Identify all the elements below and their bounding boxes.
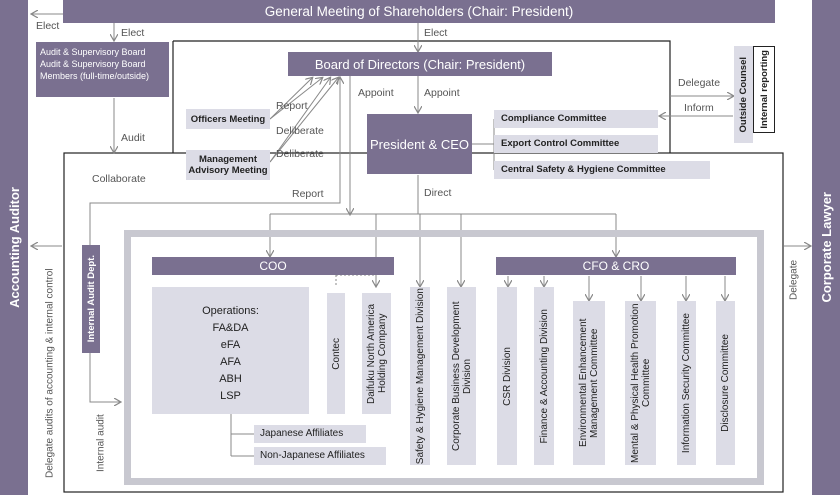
board-box: Board of Directors (Chair: President) — [288, 52, 552, 76]
internal-audit-text: Internal audit — [95, 414, 107, 472]
outside-counsel-label: Outside Counsel — [738, 56, 749, 133]
management-meeting-box: Management Advisory Meeting — [186, 150, 270, 180]
delegate-label: Delegate — [678, 77, 721, 89]
shareholders-header: General Meeting of Shareholders (Chair: … — [63, 0, 775, 23]
operation-item: LSP — [220, 390, 241, 402]
operations-title: Operations: — [202, 305, 259, 317]
environment-committee-box: Environmental Enhancement Management Com… — [573, 301, 605, 465]
operations-frame — [124, 230, 764, 485]
disclosure-box: Disclosure Committee — [716, 301, 735, 465]
internal-reporting-label: Internal reporting — [758, 50, 770, 129]
health-committee-box: Mental & Physical Health Promotion Commi… — [625, 301, 656, 465]
corp-dev-label: Corporate Business Development Division — [450, 301, 473, 451]
delegate-right-label: Delegate — [788, 259, 800, 301]
contec-label: Contec — [330, 337, 342, 370]
safety-division-label: Safety & Hygiene Management Division — [414, 287, 426, 465]
operation-item: eFA — [220, 339, 241, 351]
japanese-affiliates-label: Japanese Affiliates — [260, 428, 344, 439]
daifuku-na-label: Daifuku North America Holding Company — [365, 303, 388, 404]
finance-division-label: Finance & Accounting Division — [538, 308, 550, 444]
deliberate-label-2: Deliberate — [276, 148, 324, 160]
internal-audit-box: Internal Audit Dept. — [82, 245, 100, 353]
non-japanese-affiliates: Non-Japanese Affiliates — [254, 447, 386, 465]
shareholders-title: General Meeting of Shareholders (Chair: … — [264, 4, 574, 19]
cfo-box: CFO & CRO — [496, 257, 736, 275]
accounting-auditor-bar: Accounting Auditor — [0, 0, 28, 495]
internal-audit-label: Internal Audit Dept. — [85, 255, 97, 343]
appoint-label-2: Appoint — [424, 87, 460, 99]
delegate-audits-label: Delegate audits of accounting & internal… — [44, 268, 56, 478]
disclosure-label: Disclosure Committee — [720, 334, 731, 432]
corporate-lawyer-bar: Corporate Lawyer — [812, 0, 840, 495]
audit-board-line1: Audit & Supervisory Board — [40, 47, 146, 57]
appoint-label-1: Appoint — [358, 87, 394, 99]
cfo-title: CFO & CRO — [582, 259, 650, 273]
japanese-affiliates: Japanese Affiliates — [254, 425, 366, 443]
safety-division-box: Safety & Hygiene Management Division — [410, 287, 430, 465]
audit-board-box: Audit & Supervisory Board Audit & Superv… — [36, 42, 169, 97]
compliance-label: Compliance Committee — [501, 113, 607, 124]
coo-title: COO — [259, 259, 287, 273]
export-committee: Export Control Committee — [494, 135, 658, 153]
report-label: Report — [276, 100, 308, 112]
elect-left-label: Elect — [36, 20, 60, 32]
management-title: Management Advisory Meeting — [188, 154, 268, 176]
environment-committee-label: Environmental Enhancement Management Com… — [578, 318, 600, 448]
ceo-box: President & CEO — [367, 114, 472, 174]
daifuku-na-box: Daifuku North America Holding Company — [362, 293, 391, 414]
compliance-committee: Compliance Committee — [494, 110, 658, 128]
collaborate-label: Collaborate — [92, 173, 146, 185]
info-security-box: Information Security Committee — [677, 301, 696, 465]
csr-division-label: CSR Division — [501, 346, 513, 406]
corp-dev-box: Corporate Business Development Division — [447, 287, 476, 465]
operations-box: Operations: FA&DA eFA AFA ABH LSP — [152, 287, 309, 414]
finance-division-box: Finance & Accounting Division — [534, 287, 554, 465]
safety-committee-label: Central Safety & Hygiene Committee — [501, 164, 666, 175]
elect-mid-label: Elect — [121, 27, 145, 39]
safety-committee: Central Safety & Hygiene Committee — [494, 161, 710, 179]
accounting-auditor-label: Accounting Auditor — [6, 187, 22, 308]
corporate-lawyer-label: Corporate Lawyer — [818, 192, 834, 303]
non-japanese-affiliates-label: Non-Japanese Affiliates — [260, 450, 365, 461]
report-label-2: Report — [292, 188, 324, 200]
outside-counsel-box: Outside Counsel — [734, 46, 753, 143]
contec-box: Contec — [327, 293, 345, 414]
operation-item: ABH — [219, 373, 242, 385]
officers-title: Officers Meeting — [190, 113, 266, 125]
csr-division-box: CSR Division — [497, 287, 517, 465]
operation-item: FA&DA — [212, 322, 249, 334]
board-title: Board of Directors (Chair: President) — [314, 56, 526, 72]
operation-item: AFA — [220, 356, 241, 368]
inform-label: Inform — [684, 102, 714, 114]
health-committee-label: Mental & Physical Health Promotion Commi… — [629, 303, 652, 463]
coo-box: COO — [152, 257, 394, 275]
info-security-label: Information Security Committee — [681, 312, 692, 454]
officers-meeting-box: Officers Meeting — [186, 109, 270, 129]
elect-board-label: Elect — [424, 27, 448, 39]
deliberate-label-1: Deliberate — [276, 125, 324, 137]
export-label: Export Control Committee — [501, 138, 620, 149]
internal-reporting-box: Internal reporting — [753, 46, 775, 133]
audit-label: Audit — [121, 132, 145, 144]
direct-label: Direct — [424, 187, 452, 199]
audit-board-line2: Audit & Supervisory Board Members (full-… — [40, 59, 150, 81]
ceo-title: President & CEO — [370, 136, 469, 152]
